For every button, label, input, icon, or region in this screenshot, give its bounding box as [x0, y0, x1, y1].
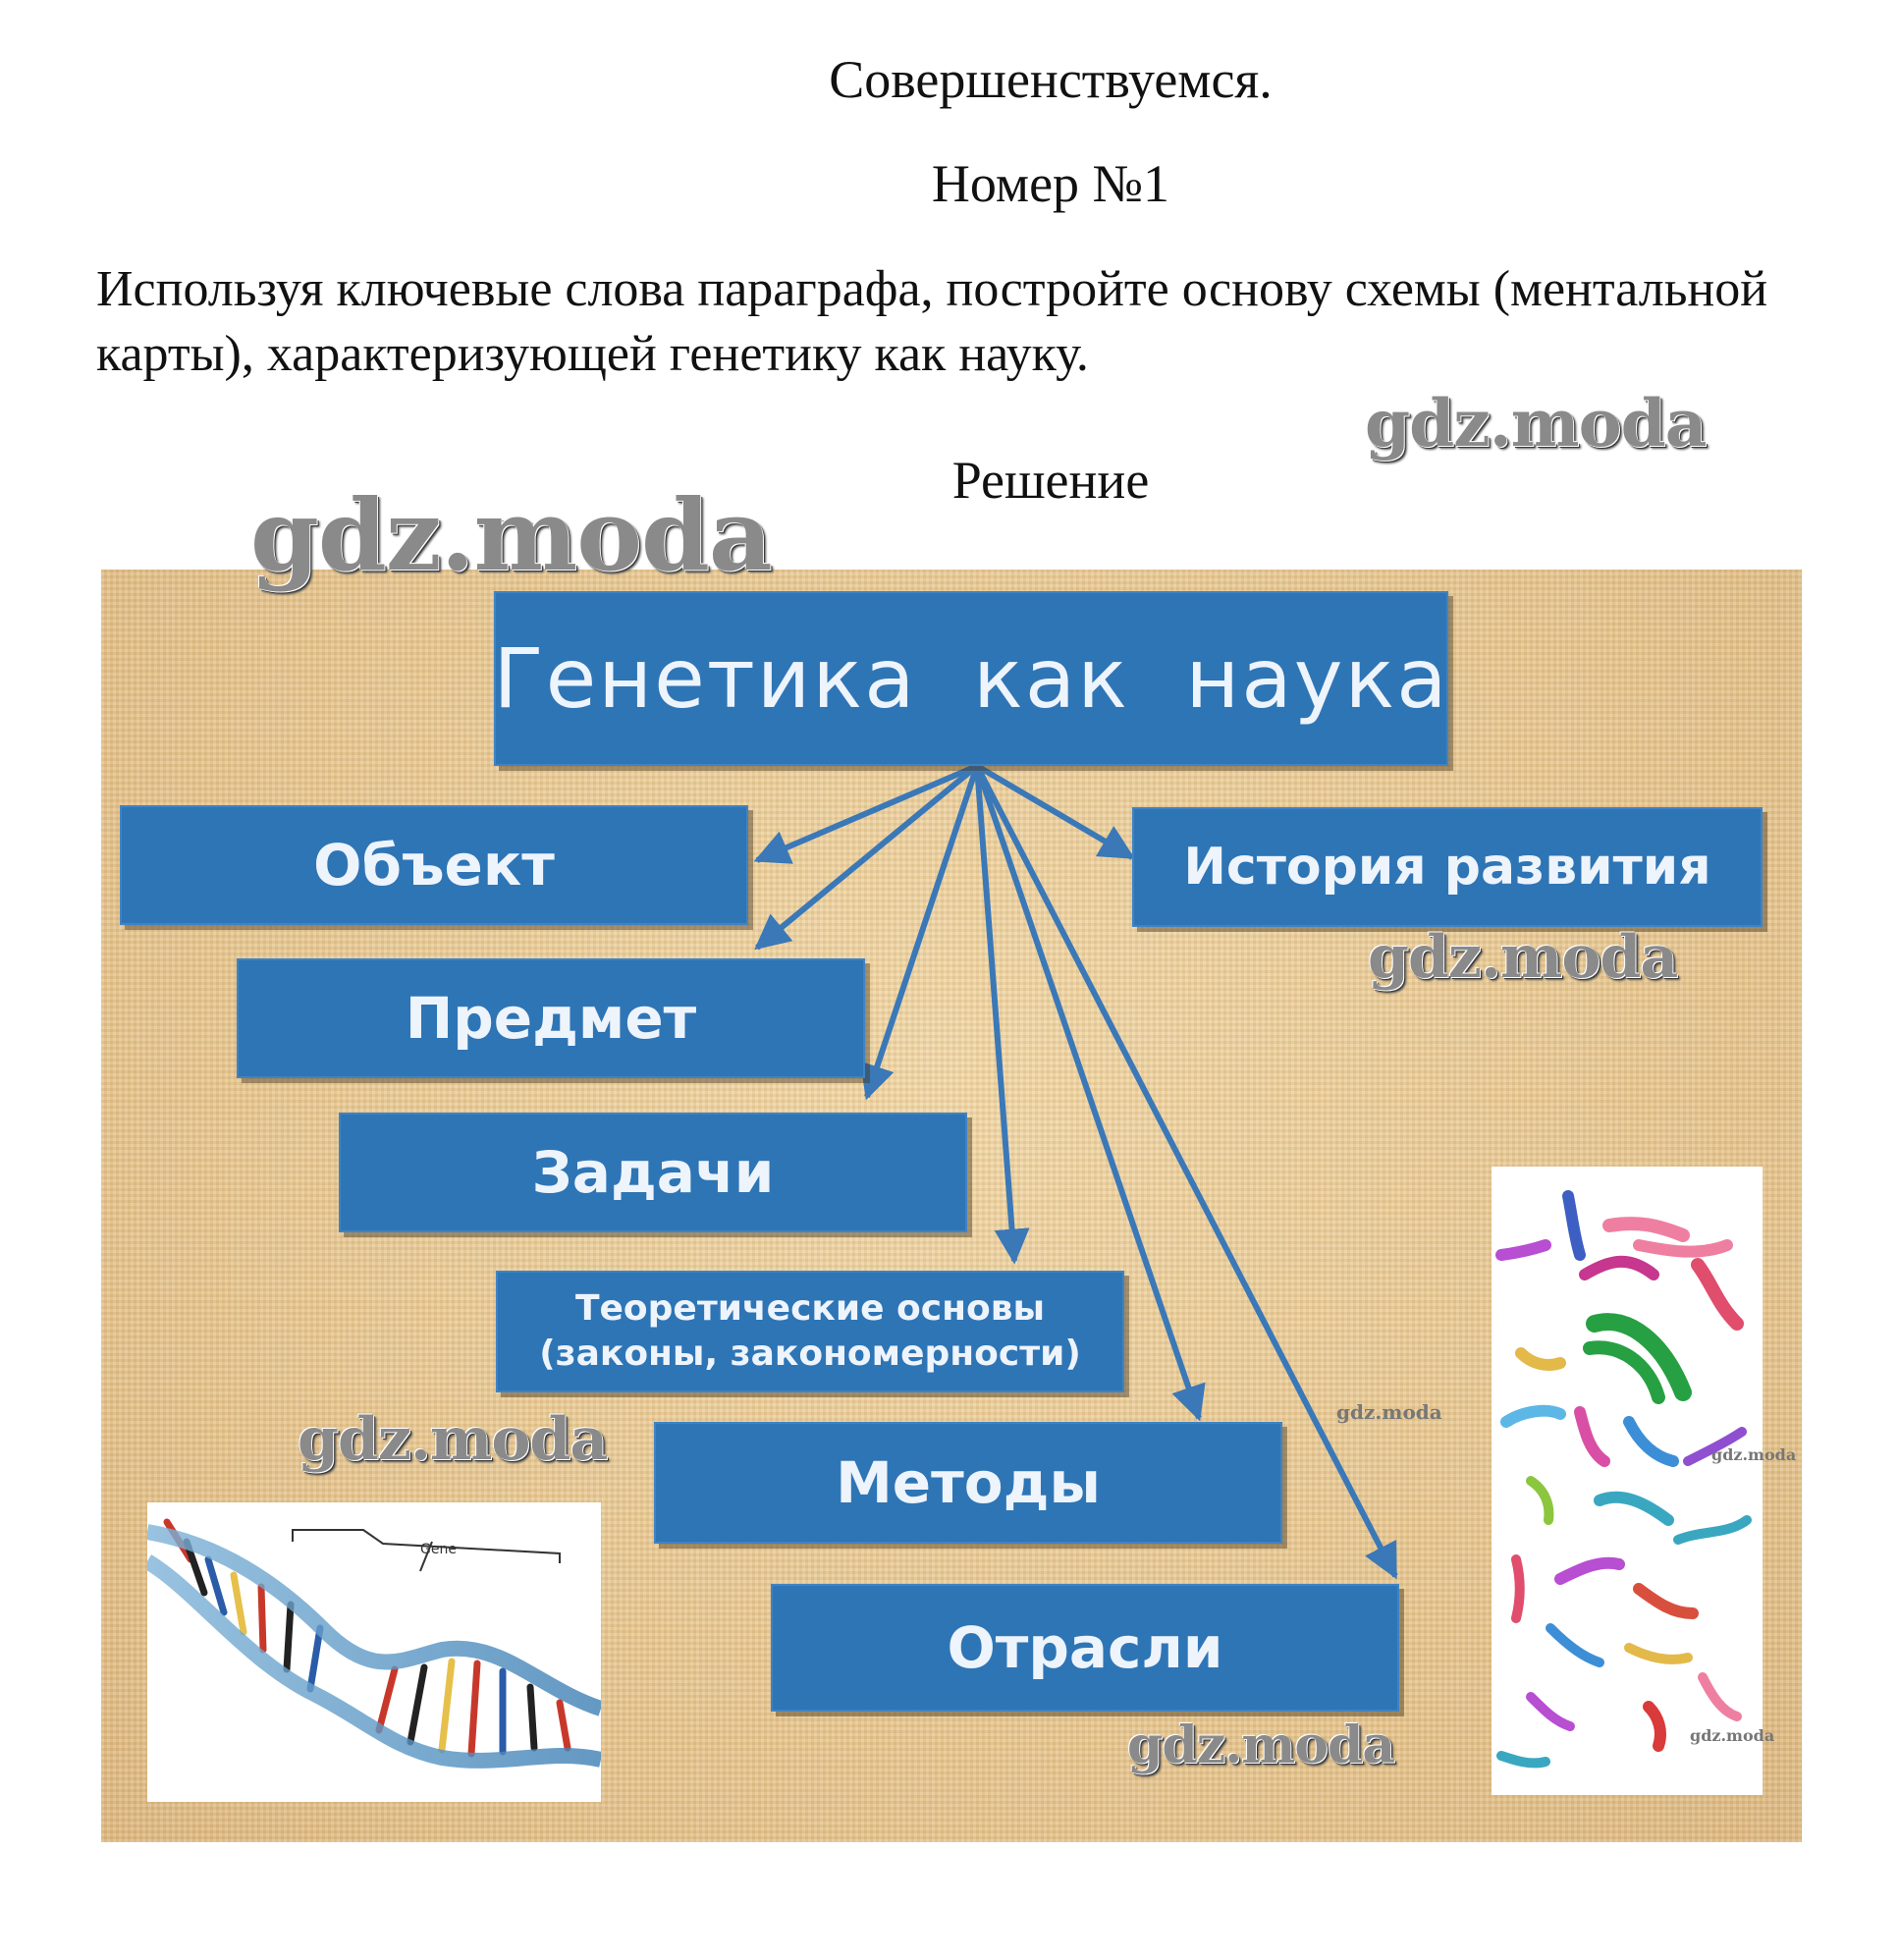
node-methods-label: Методы	[836, 1449, 1101, 1516]
node-tasks-label: Задачи	[531, 1139, 775, 1206]
task-text: Используя ключевые слова параграфа, пост…	[96, 261, 1768, 382]
dna-caption: Gene	[420, 1542, 457, 1557]
node-branches-label: Отрасли	[947, 1614, 1223, 1681]
arrow-branches	[974, 764, 1398, 1580]
chromosomes-image	[1492, 1167, 1763, 1795]
node-history-label: История развития	[1183, 838, 1711, 897]
page-title: Совершенствуемся.	[829, 50, 1273, 109]
arrows-layer	[753, 763, 1398, 1580]
watermark: gdz.moda	[298, 1405, 608, 1474]
exercise-number: Номер №1	[931, 154, 1170, 213]
dna-helix-image: Gene	[147, 1502, 601, 1802]
watermark: gdz.moda	[250, 477, 773, 593]
node-object: Объект	[120, 805, 748, 925]
node-subject-label: Предмет	[405, 985, 697, 1052]
watermark: gdz.moda	[1368, 923, 1678, 992]
dna-helix-graphic	[147, 1518, 601, 1769]
node-theory: Теоретические основы (законы, закономерн…	[496, 1271, 1124, 1392]
node-subject: Предмет	[237, 958, 865, 1078]
node-theory-line1: Теоретические основы	[574, 1288, 1046, 1329]
arrow-tasks	[860, 765, 980, 1101]
solution-label: Решение	[951, 451, 1150, 510]
watermark: gdz.moda	[1690, 1726, 1775, 1745]
mind-map-image: Генетика как наука Объект История развит…	[101, 570, 1802, 1842]
node-object-label: Объект	[313, 832, 555, 898]
node-methods: Методы	[654, 1422, 1282, 1544]
arrow-object	[753, 763, 979, 864]
chromosomes-graphic	[1495, 1190, 1752, 1769]
node-history: История развития	[1132, 807, 1763, 927]
root-node-label: Генетика как наука	[493, 630, 1449, 727]
node-branches: Отрасли	[771, 1584, 1399, 1712]
root-node: Генетика как наука	[493, 591, 1449, 766]
arrow-theory	[974, 765, 1030, 1265]
arrow-subject	[754, 763, 979, 951]
node-theory-line2: (законы, закономерности)	[539, 1334, 1081, 1374]
watermark: gdz.moda	[1336, 1400, 1442, 1424]
arrow-history	[975, 763, 1136, 860]
arrow-methods	[974, 765, 1206, 1422]
watermark: gdz.moda	[1365, 385, 1708, 462]
watermark: gdz.moda	[1127, 1715, 1395, 1775]
watermark: gdz.moda	[1711, 1445, 1797, 1464]
node-tasks: Задачи	[339, 1113, 967, 1232]
